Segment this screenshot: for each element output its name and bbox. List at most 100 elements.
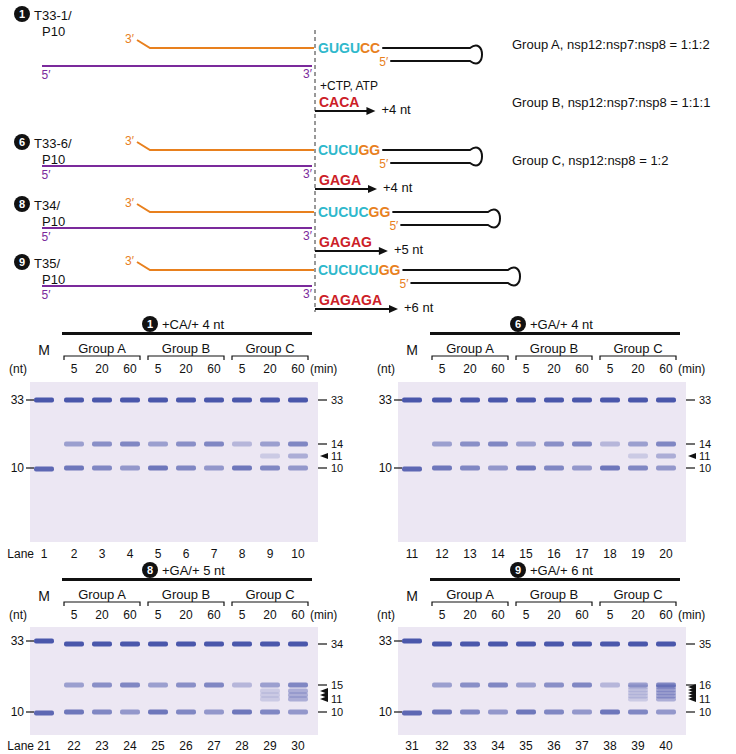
callout-circle [14, 6, 30, 22]
template-sequence: CUCU [318, 143, 358, 157]
template-sequence: CUCUC [318, 205, 369, 219]
end-label: 3′ [303, 288, 312, 300]
end-label: 5′ [379, 158, 388, 170]
gel-band [34, 711, 54, 716]
gel-band [656, 685, 676, 690]
gel-band [402, 639, 422, 644]
time-label: 60 [659, 609, 672, 621]
group-label: Group C [613, 588, 662, 601]
gel-band [288, 689, 308, 694]
extension-arrow [315, 188, 369, 190]
gel-band [460, 442, 480, 447]
group-bracket [148, 602, 224, 606]
group-bracket [516, 602, 592, 606]
callout-number: 6 [19, 137, 25, 148]
size-label: 14 [699, 439, 711, 450]
lane-number: 39 [631, 740, 644, 752]
size-label: 33 [331, 395, 343, 406]
size-label: 15 [331, 680, 343, 691]
lane-number: 23 [95, 740, 108, 752]
gel-band [120, 398, 140, 403]
primer-name: P10 [42, 25, 65, 38]
gel-band [34, 639, 54, 644]
time-label: 20 [463, 363, 476, 375]
band-arrowhead [688, 453, 696, 459]
end-label: 3′ [125, 255, 134, 267]
extension-arrow [315, 110, 367, 112]
gel-band [260, 642, 280, 647]
panel-title: +GA/+ 6 nt [530, 564, 593, 577]
lane-number: 22 [67, 740, 80, 752]
size-label: 10 [379, 462, 392, 474]
group-note: Group A, nsp12:nsp7:nsp8 = 1:1:2 [512, 38, 710, 51]
gel-band [34, 398, 54, 403]
length-label: +6 nt [404, 301, 433, 314]
gel-band [572, 642, 592, 647]
gel-band [204, 442, 224, 447]
gel-band [572, 442, 592, 447]
time-label: 5 [439, 609, 446, 621]
group-label: Group C [613, 342, 662, 355]
gel-band [204, 642, 224, 647]
lane-number: 5 [155, 548, 162, 560]
gel-band [600, 642, 620, 647]
time-label: 20 [95, 609, 108, 621]
gel-band [120, 466, 140, 471]
group-bracket [232, 356, 308, 360]
lane-number: 29 [263, 740, 276, 752]
gel-band [544, 642, 564, 647]
lane-number: 30 [291, 740, 304, 752]
group-bracket [432, 356, 508, 360]
gel-band [656, 454, 676, 459]
schematic [14, 6, 520, 313]
primer-strand [42, 65, 312, 67]
gel-band [460, 710, 480, 715]
group-bracket [232, 602, 308, 606]
time-label: 20 [463, 609, 476, 621]
lane-number: 16 [547, 548, 560, 560]
gel-bands [402, 398, 676, 472]
gel-band [432, 642, 452, 647]
lane-number: 20 [659, 548, 672, 560]
axis-unit: (min) [310, 363, 337, 375]
gel-band [232, 442, 252, 447]
time-label: 60 [207, 363, 220, 375]
size-tick [26, 399, 34, 400]
gel-band [488, 466, 508, 471]
gel-band [628, 454, 648, 459]
panel-bar [430, 332, 680, 335]
gel-band [232, 683, 252, 688]
end-label: 3′ [303, 230, 312, 242]
lane-number: 15 [519, 548, 532, 560]
gel-band [488, 642, 508, 647]
lane-number: 33 [463, 740, 476, 752]
callout-number: 6 [515, 319, 521, 330]
group-bracket [64, 356, 140, 360]
end-label: 5′ [42, 169, 51, 181]
time-label: 5 [607, 363, 614, 375]
end-label: 3′ [303, 168, 312, 180]
gel-band [64, 642, 84, 647]
time-label: 5 [439, 363, 446, 375]
size-label: 33 [11, 635, 24, 647]
gel-band [120, 683, 140, 688]
group-label: Group C [245, 588, 294, 601]
band-arrowhead [688, 684, 696, 690]
lane-number: 9 [267, 548, 274, 560]
hairpin-strand [402, 268, 520, 286]
gel-band [572, 710, 592, 715]
product-sequence: GAGAGA [319, 293, 382, 307]
template-strand [137, 142, 314, 150]
gel-band [572, 398, 592, 403]
lane-number: 11 [406, 548, 418, 560]
size-tick [318, 684, 327, 685]
gel-band [204, 683, 224, 688]
gel-band [176, 683, 196, 688]
group-label: Group B [530, 342, 578, 355]
template-strand [137, 204, 314, 212]
gel-bands [34, 398, 308, 472]
gel-band [288, 466, 308, 471]
lane-number: 34 [491, 740, 504, 752]
size-label: 10 [699, 707, 711, 718]
